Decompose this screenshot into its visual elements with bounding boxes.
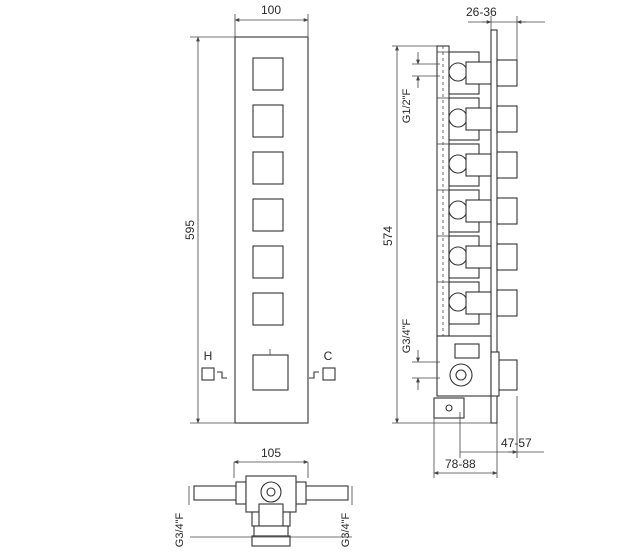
side-valve-knob xyxy=(496,197,518,225)
side-outlet-thread: G1/2"F xyxy=(401,88,413,123)
side-valve-knob xyxy=(496,151,518,179)
front-thermostat-knob xyxy=(252,354,289,391)
side-valve-stack xyxy=(437,51,518,325)
side-top-depth-dim: 26-36 xyxy=(466,5,497,19)
bottom-left-thread: G3/4"F xyxy=(174,512,186,547)
side-valve xyxy=(437,51,518,95)
side-valve-port xyxy=(448,292,468,312)
side-view: 26-36 574 G1/2"F G3/4"F 47-57 78-88 xyxy=(381,5,545,478)
hot-inlet-icon xyxy=(201,367,215,381)
side-valve-knob xyxy=(496,289,518,317)
side-valve xyxy=(437,281,518,325)
side-valve-knob xyxy=(496,243,518,271)
cold-inlet-icon xyxy=(322,367,336,381)
side-valve xyxy=(437,235,518,279)
side-height-dim: 574 xyxy=(381,226,395,246)
side-valve-port xyxy=(448,154,468,174)
side-valve-port xyxy=(448,108,468,128)
side-valve-stem xyxy=(465,107,492,131)
side-valve-knob xyxy=(496,105,518,133)
side-mixer-port xyxy=(449,363,473,387)
side-inlet-thread: G3/4"F xyxy=(401,318,413,353)
side-thermostat-knob xyxy=(496,359,518,391)
front-control-button xyxy=(252,292,284,326)
side-wall-plate xyxy=(490,29,498,424)
side-valve-stem xyxy=(465,291,492,315)
front-control-button xyxy=(252,245,284,279)
side-valve xyxy=(437,143,518,187)
front-width-dim: 100 xyxy=(261,3,281,17)
front-control-button xyxy=(252,57,284,91)
bottom-view: 105 G3/4"F G3/4"F xyxy=(174,446,353,547)
cold-flow-icon xyxy=(309,371,319,379)
side-valve-port xyxy=(448,200,468,220)
side-valve-port xyxy=(448,246,468,266)
front-height-dim: 595 xyxy=(183,220,197,240)
side-depth-dim-b: 78-88 xyxy=(445,457,476,471)
front-control-buttons xyxy=(252,57,284,326)
side-valve-port xyxy=(448,62,468,82)
hot-flow-icon xyxy=(217,371,227,379)
side-depth-dim-a: 47-57 xyxy=(501,436,532,450)
hot-label: H xyxy=(204,349,213,363)
bottom-right-thread: G3/4"F xyxy=(340,512,352,547)
side-valve-stem xyxy=(465,61,492,85)
front-control-button xyxy=(252,151,284,185)
front-control-button xyxy=(252,104,284,138)
front-control-button xyxy=(252,198,284,232)
side-valve xyxy=(437,189,518,233)
cold-label: C xyxy=(324,349,333,363)
bottom-mixer-port xyxy=(260,481,282,503)
side-valve-stem xyxy=(465,199,492,223)
front-view: 100 595 H C xyxy=(183,3,336,424)
side-valve-knob xyxy=(496,59,518,87)
side-valve-stem xyxy=(465,153,492,177)
side-valve-stem xyxy=(465,245,492,269)
side-valve xyxy=(437,97,518,141)
bottom-width-dim: 105 xyxy=(261,446,281,460)
